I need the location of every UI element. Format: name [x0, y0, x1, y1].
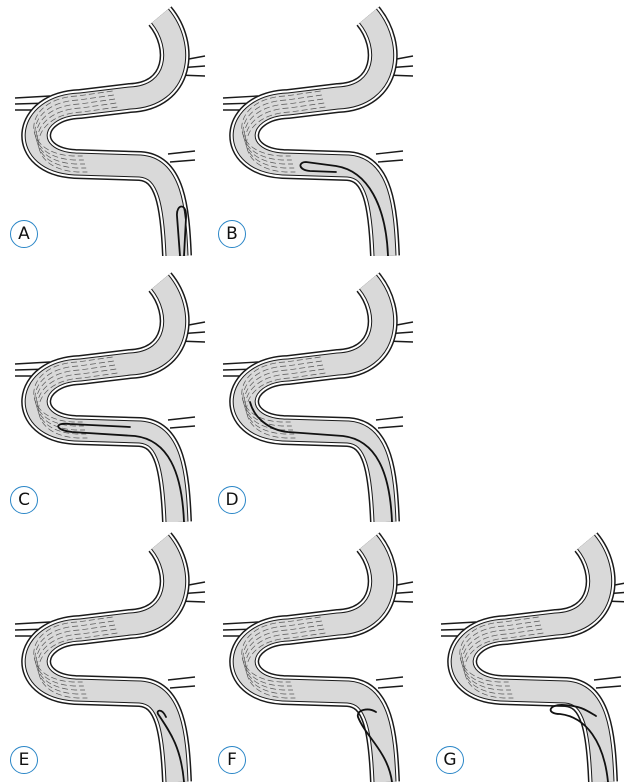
vessel-outer-wall [229, 532, 400, 782]
panel-label: F [218, 746, 246, 774]
stent-mesh [33, 90, 118, 173]
panel-b: B [218, 6, 418, 256]
panel-label: D [218, 486, 246, 514]
panel-label-text: F [227, 749, 237, 770]
vessel-diagram [440, 532, 624, 782]
device-wire [549, 704, 609, 782]
panel-label-text: C [18, 489, 30, 510]
vessel-lumen [233, 9, 396, 256]
panel-label-text: A [18, 223, 30, 244]
vessel-inner-wall [232, 274, 397, 522]
vessel-lumen [451, 535, 614, 782]
vessel-wall-gap [230, 7, 399, 256]
vessel-lumen [25, 535, 188, 782]
stent-mesh [459, 616, 544, 699]
vessel-inner-wall [232, 8, 397, 256]
vessel-inner-wall [450, 534, 615, 782]
panel-g: G [436, 532, 624, 782]
stent-mesh [33, 356, 118, 439]
vessel-inner-wall [24, 534, 189, 782]
vessel-wall-gap [22, 533, 191, 782]
vessel-diagram [14, 272, 206, 522]
vessel-wall-gap [22, 273, 191, 522]
panel-label: A [10, 220, 38, 248]
panel-a: A [10, 6, 210, 256]
vessel-diagram [14, 532, 206, 782]
panel-d: D [218, 272, 418, 522]
vessel-outer-wall [229, 6, 400, 256]
panel-label-text: E [18, 749, 30, 770]
vessel-diagram [222, 272, 414, 522]
vessel-wall-gap [230, 273, 399, 522]
panel-label-text: G [443, 749, 457, 770]
vessel-outer-wall [21, 6, 192, 256]
stent-mesh [241, 90, 326, 173]
panel-label: C [10, 486, 38, 514]
stent-mesh [241, 616, 326, 699]
panel-label-text: B [226, 223, 238, 244]
panel-f: F [218, 532, 418, 782]
vessel-lumen [233, 275, 396, 522]
panel-label: B [218, 220, 246, 248]
vessel-outer-wall [447, 532, 618, 782]
panel-e: E [10, 532, 210, 782]
panel-c: C [10, 272, 210, 522]
vessel-lumen [233, 535, 396, 782]
vessel-outer-wall [21, 532, 192, 782]
vessel-inner-wall [24, 274, 189, 522]
vessel-wall-gap [448, 533, 617, 782]
vessel-diagram [222, 532, 414, 782]
vessel-diagram [14, 6, 206, 256]
device-wire [299, 161, 389, 256]
stent-mesh [33, 616, 118, 699]
device-wire [249, 401, 393, 522]
vessel-wall-gap [230, 533, 399, 782]
vessel-wall-gap [22, 7, 191, 256]
device-wire [57, 422, 185, 522]
stent-mesh [241, 356, 326, 439]
vessel-inner-wall [24, 8, 189, 256]
vessel-outer-wall [229, 272, 400, 522]
vessel-inner-wall [232, 534, 397, 782]
vessel-lumen [25, 275, 188, 522]
device-wire [356, 708, 393, 782]
device-wire [156, 709, 185, 782]
vessel-diagram [222, 6, 414, 256]
vessel-lumen [25, 9, 188, 256]
vessel-outer-wall [21, 272, 192, 522]
device-wire [176, 205, 187, 256]
panel-label-text: D [225, 489, 239, 510]
panel-label: E [10, 746, 38, 774]
panel-label: G [436, 746, 464, 774]
